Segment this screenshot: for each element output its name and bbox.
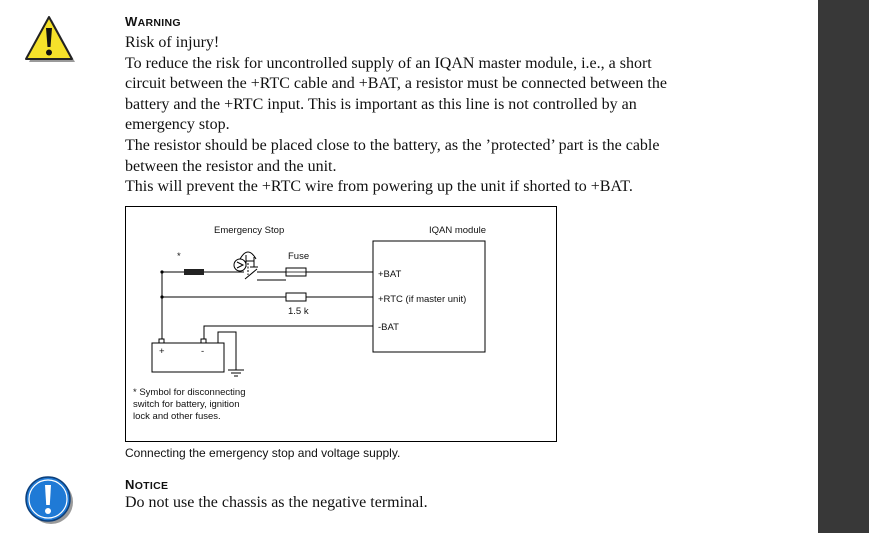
asterisk-label: * (177, 251, 181, 262)
warning-line: Risk of injury! (125, 34, 220, 51)
warning-line: This will prevent the +RTC wire from pow… (125, 178, 633, 196)
footnote-line: switch for battery, ignition (133, 399, 239, 410)
wiring-diagram: Emergency Stop IQAN module * Fuse 1.5 k … (125, 206, 557, 442)
battery-minus-label: - (201, 346, 204, 357)
warning-triangle-icon (22, 14, 78, 71)
terminal-rtc: +RTC (if master unit) (378, 294, 466, 305)
terminal-neg: -BAT (378, 322, 399, 333)
terminal-bat: +BAT (378, 269, 402, 280)
footnote-line: lock and other fuses. (133, 411, 221, 422)
warning-line: To reduce the risk for uncontrolled supp… (125, 54, 652, 72)
notice-heading: NOTICE (125, 477, 169, 492)
resistor-icon (285, 292, 307, 302)
notice-text: Do not use the chassis as the negative t… (125, 494, 428, 511)
warning-line: emergency stop. (125, 116, 230, 134)
notice-exclamation-icon (23, 474, 77, 531)
battery-plus-label: + (159, 346, 165, 357)
footnote-line: * Symbol for disconnecting (133, 387, 245, 398)
notice-body: Do not use the chassis as the negative t… (125, 493, 428, 514)
warning-line: battery and the +RTC input. This is impo… (125, 95, 637, 113)
battery-switch-icon (184, 269, 204, 275)
warning-line: The resistor should be placed close to t… (125, 136, 660, 154)
emergency-stop-label: Emergency Stop (214, 225, 284, 236)
warning-heading: WARNING (125, 14, 181, 29)
warning-line: circuit between the +RTC cable and +BAT,… (125, 75, 667, 93)
warning-body: Risk of injury! To reduce the risk for u… (125, 33, 667, 198)
module-label: IQAN module (429, 225, 486, 236)
fuse-label: Fuse (288, 251, 309, 262)
right-margin-bar (818, 0, 869, 533)
figure-caption: Connecting the emergency stop and voltag… (125, 446, 401, 460)
resistor-label: 1.5 k (288, 306, 309, 317)
warning-line: between the resistor and the unit. (125, 157, 337, 175)
emergency-stop-icon (233, 251, 258, 280)
battery-icon (151, 338, 225, 373)
ground-icon (228, 369, 244, 377)
